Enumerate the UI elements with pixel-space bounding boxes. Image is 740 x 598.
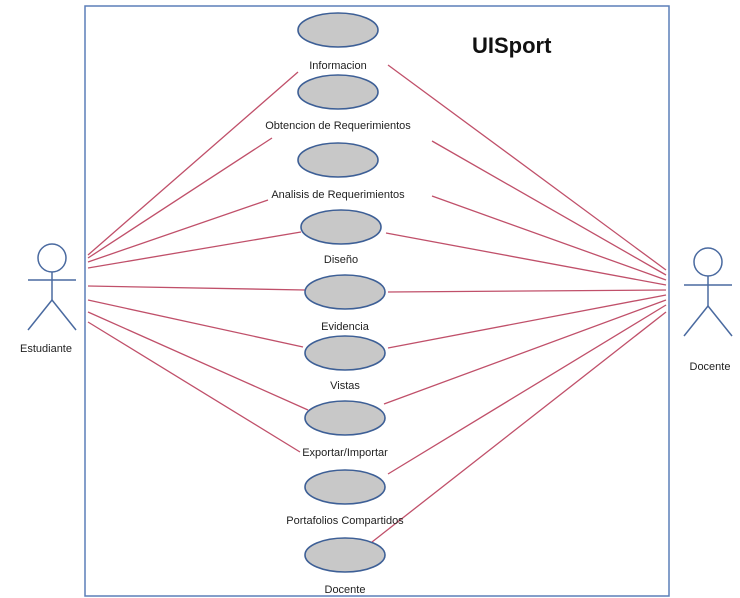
- use-case-label: Obtencion de Requerimientos: [265, 120, 411, 132]
- association-line: [387, 304, 667, 475]
- use-case-ellipse: [300, 209, 382, 245]
- actor-head: [37, 243, 67, 273]
- use-case: Diseño: [300, 209, 382, 266]
- use-case: Vistas: [304, 335, 386, 392]
- use-case: Exportar/Importar: [302, 400, 388, 459]
- association-line: [87, 231, 302, 269]
- use-case-ellipse: [297, 12, 379, 48]
- association-line: [87, 137, 273, 259]
- association-line: [87, 311, 309, 411]
- actor-label-docente: Docente: [690, 361, 731, 373]
- use-case-ellipse: [297, 74, 379, 110]
- use-case: Analisis de Requerimientos: [271, 142, 405, 201]
- association-line: [385, 232, 667, 286]
- actor-estudiante: [27, 243, 77, 331]
- actor-leg-left: [683, 305, 709, 337]
- use-case-label: Analisis de Requerimientos: [271, 189, 405, 201]
- use-case: Obtencion de Requerimientos: [265, 74, 411, 132]
- use-case-label: Informacion: [309, 60, 366, 72]
- association-line: [387, 289, 667, 293]
- use-case-label: Evidencia: [321, 321, 370, 333]
- use-case: Portafolios Compartidos: [286, 469, 404, 527]
- use-case-ellipse: [304, 400, 386, 436]
- use-case-ellipse: [304, 274, 386, 310]
- use-case: Informacion: [297, 12, 379, 72]
- association-lines: [87, 64, 667, 543]
- association-line: [383, 299, 667, 405]
- association-line: [87, 285, 306, 291]
- use-case-ellipse: [304, 335, 386, 371]
- association-line: [387, 64, 667, 271]
- use-case-label: Vistas: [330, 380, 360, 392]
- association-line: [371, 311, 667, 543]
- actor-head: [693, 247, 723, 277]
- association-line: [387, 294, 667, 349]
- use-case-ellipse: [304, 537, 386, 573]
- use-case-label: Portafolios Compartidos: [286, 515, 404, 527]
- actor-leg-right: [51, 299, 77, 331]
- association-line: [431, 140, 667, 276]
- system-title: UISport: [472, 33, 552, 58]
- association-line: [87, 321, 301, 453]
- use-case-label: Docente: [325, 584, 366, 596]
- association-line: [87, 299, 304, 348]
- actor-leg-left: [27, 299, 53, 331]
- use-case: Docente: [304, 537, 386, 596]
- actor-docente: [683, 247, 733, 337]
- use-case-ellipse: [297, 142, 379, 178]
- use-case-ellipse: [304, 469, 386, 505]
- association-line: [87, 71, 299, 256]
- actor-leg-right: [707, 305, 733, 337]
- use-case: Evidencia: [304, 274, 386, 333]
- use-case-label: Exportar/Importar: [302, 447, 388, 459]
- actor-label-estudiante: Estudiante: [20, 343, 72, 355]
- use-case-label: Diseño: [324, 254, 358, 266]
- association-line: [87, 199, 269, 263]
- system-boundary: [84, 5, 670, 597]
- association-line: [431, 195, 667, 281]
